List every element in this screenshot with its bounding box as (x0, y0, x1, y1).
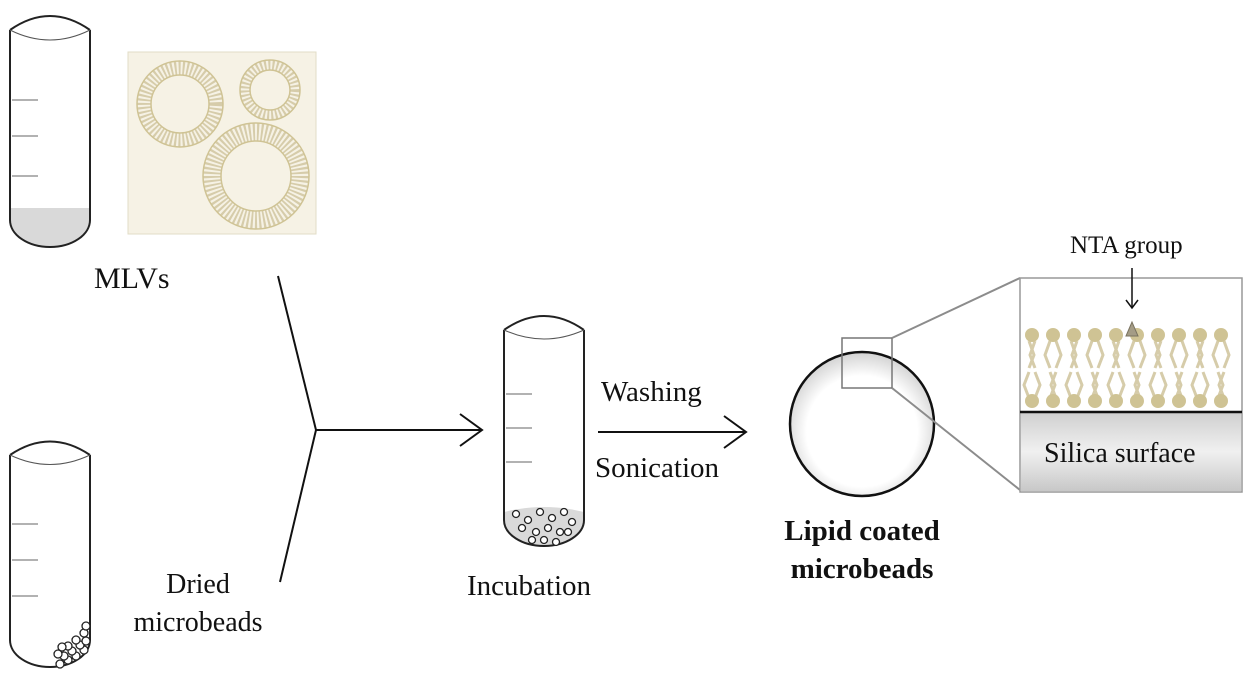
lipid-label-line1: Lipid coated (784, 515, 940, 547)
lipid-label-line2: microbeads (790, 553, 934, 585)
dried-microbeads-tube (9, 440, 91, 669)
washing-label: Washing (601, 376, 702, 408)
washing-sonication-arrow (598, 415, 748, 449)
mlvs-label: MLVs (94, 262, 170, 295)
merge-arrow (277, 275, 484, 583)
dried-label-line1: Dried (166, 569, 230, 600)
dried-label-line2: microbeads (133, 607, 263, 638)
incubation-label: Incubation (467, 570, 592, 602)
mlv-tube (9, 15, 91, 248)
incubation-tube (503, 315, 585, 547)
silica-surface-label: Silica surface (1044, 438, 1196, 469)
zoom-lines (891, 277, 1021, 491)
mlv-vesicle-panel (127, 51, 317, 235)
nta-group-label: NTA group (1070, 232, 1183, 259)
lipid-bilayer (1022, 328, 1231, 408)
dried-microbeads-label: Dried microbeads (118, 566, 278, 642)
lipid-coated-microbead (788, 337, 936, 498)
bilayer-zoom-panel (1019, 268, 1243, 493)
nta-group-marker (1125, 320, 1139, 337)
sonication-label: Sonication (595, 452, 720, 484)
lipid-coated-microbeads-label: Lipid coated microbeads (762, 512, 962, 588)
